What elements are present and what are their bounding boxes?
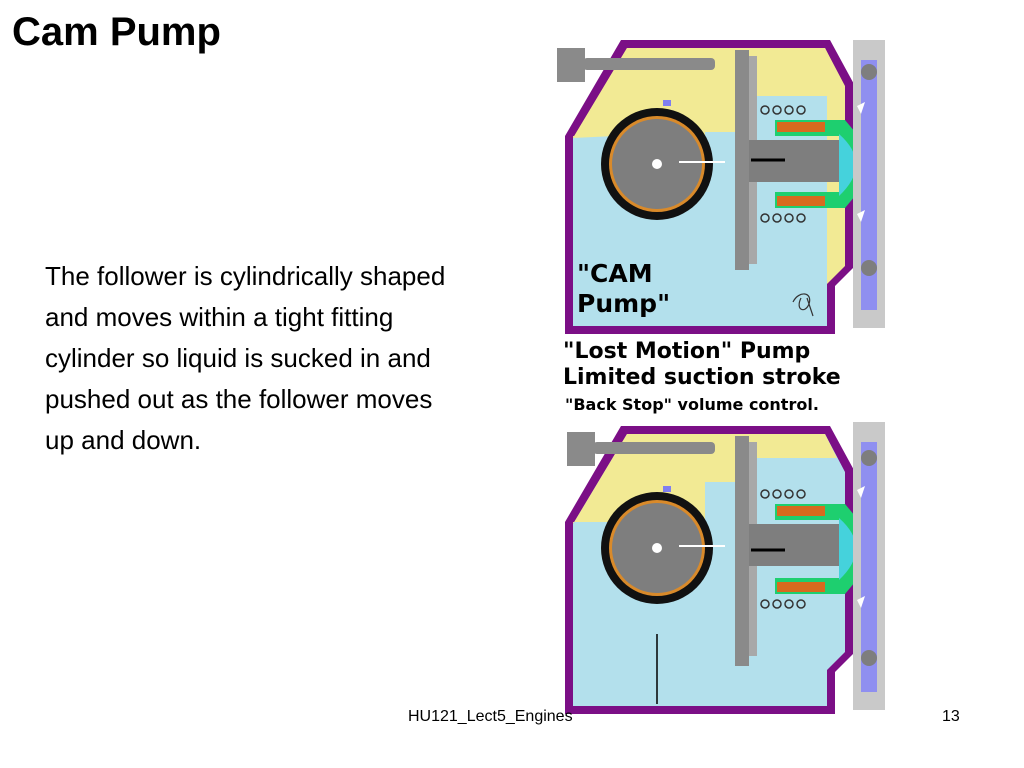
cam-pump-figure: "CAM Pump" "Lost Motion" Pump Limited su…	[555, 36, 890, 718]
caption-line1: "Lost Motion" Pump	[563, 339, 810, 364]
cam-pump-label-line2: Pump"	[577, 289, 670, 318]
body-text: The follower is cylindrically shaped and…	[45, 261, 446, 455]
pump-diagram-top: "CAM Pump"	[557, 40, 885, 334]
footer-page-number: 13	[942, 708, 960, 725]
pump-diagram-bottom	[565, 422, 885, 714]
caption-line2: Limited suction stroke	[563, 365, 841, 390]
slide-title: Cam Pump	[12, 10, 221, 54]
cam-pump-label-line1: "CAM	[577, 259, 653, 288]
footer-course-label: HU121_Lect5_Engines	[408, 708, 573, 725]
caption-line3: "Back Stop" volume control.	[565, 395, 819, 414]
